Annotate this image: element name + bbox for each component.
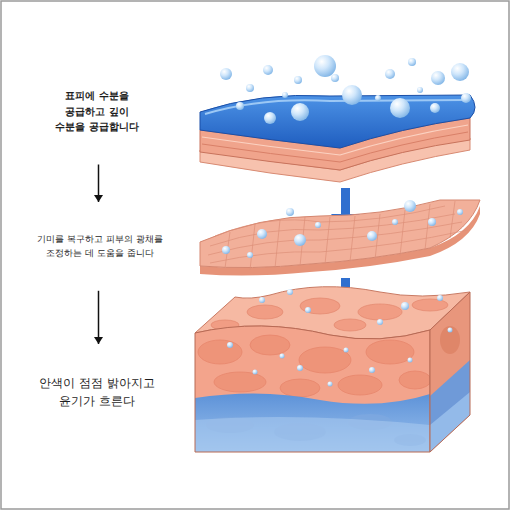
step-text: 기미를 복구하고 피부의 광채를 조정하는 데 도움을 줍니다	[37, 232, 163, 261]
step-box: 기미를 복구하고 피부의 광채를 조정하는 데 도움을 줍니다	[37, 202, 163, 291]
step-text: 안색이 점점 밝아지고 윤기가 흐른다	[30, 374, 164, 410]
step-text: 표피에 수분을 공급하고 깊이 수분을 공급합니다	[49, 88, 145, 135]
flow-arrow	[94, 291, 103, 344]
step-box: 안색이 점점 밝아지고 윤기가 흐른다	[30, 344, 164, 440]
step-box: 표피에 수분을 공급하고 깊이 수분을 공급합니다	[49, 58, 145, 165]
flow-arrow	[94, 165, 103, 203]
